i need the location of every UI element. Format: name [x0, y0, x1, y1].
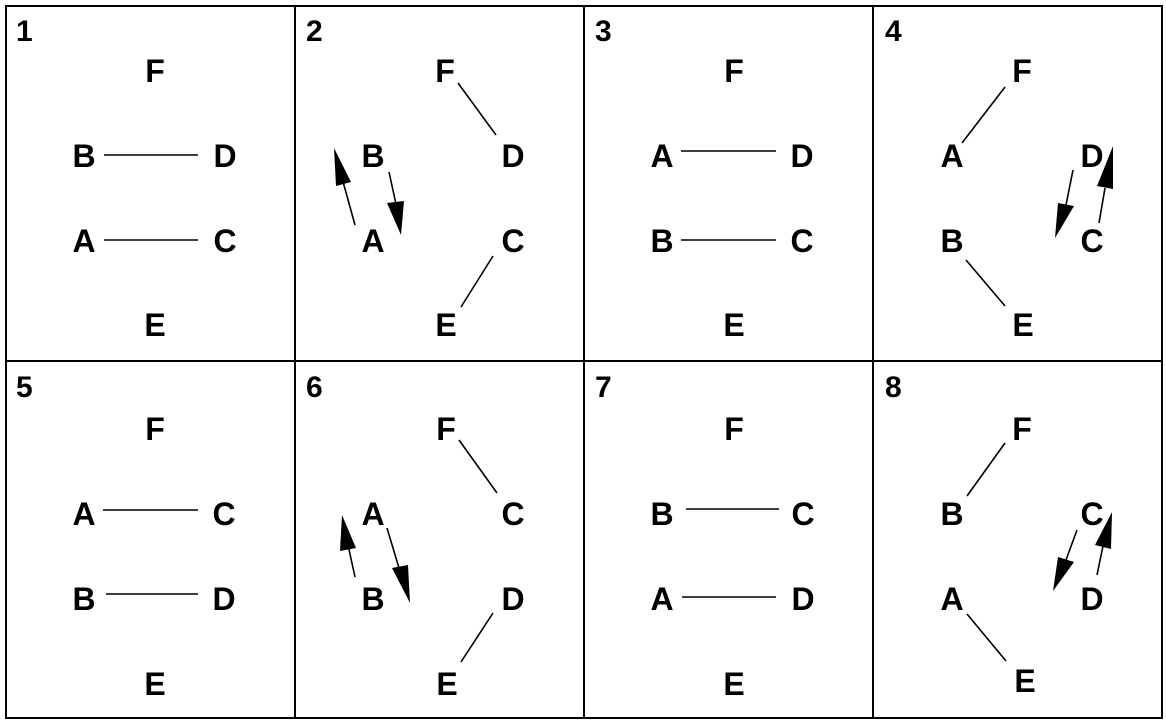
arrow-up-head [1097, 146, 1113, 189]
node-top: F [145, 53, 165, 89]
edge-right-bottom [460, 255, 494, 308]
node-left-lower: A [361, 223, 384, 259]
arrow-down-head [1055, 203, 1074, 238]
arrow-up-head [1095, 512, 1112, 549]
node-right-upper: C [791, 496, 814, 532]
node-top: F [724, 411, 744, 447]
node-bottom: E [435, 307, 456, 343]
arrow-down-head [392, 565, 410, 603]
arrow-down [388, 171, 397, 205]
node-left-lower: B [361, 581, 384, 617]
panel-2-content: 2 F B D A C E [306, 15, 525, 343]
arrow-down-head [1053, 557, 1074, 591]
node-left-lower: A [940, 581, 963, 617]
node-left-lower: B [650, 223, 673, 259]
panel-7-content: 7 F B C A D E [595, 371, 815, 702]
node-right-upper: D [501, 138, 524, 174]
arrow-up [1096, 545, 1104, 576]
panel-3 [583, 5, 874, 362]
panel-3-content: 3 F A D B C E [595, 15, 814, 343]
node-right-lower: C [213, 223, 236, 259]
panel-8-content: 8 F B C A D E [885, 371, 1112, 699]
arrow-down [386, 527, 400, 569]
node-left-lower: B [72, 581, 95, 617]
panel-number: 7 [595, 371, 612, 404]
edge-right-bottom [460, 612, 494, 663]
panel-number: 5 [16, 371, 33, 404]
node-right-lower: D [501, 581, 524, 617]
node-left-lower: A [650, 581, 673, 617]
panel-number: 3 [595, 15, 612, 48]
node-left-upper: B [72, 138, 95, 174]
arrow-down [1065, 169, 1074, 206]
node-top: F [435, 53, 455, 89]
arrow-down [1065, 529, 1078, 561]
node-left-lower: B [940, 223, 963, 259]
node-top: F [145, 411, 165, 447]
panel-1 [5, 5, 296, 362]
node-right-lower: D [791, 581, 814, 617]
panel-5-content: 5 F A C B D E [16, 371, 236, 702]
node-left-upper: B [361, 138, 384, 174]
node-left-upper: B [650, 496, 673, 532]
node-right-upper: D [213, 138, 236, 174]
node-bottom: E [436, 666, 457, 702]
node-top: F [436, 411, 456, 447]
node-right-lower: C [790, 223, 813, 259]
node-right-lower: D [1080, 581, 1103, 617]
edge-left-bottom [966, 613, 1007, 662]
panel-4-content: 4 F A D B C E [885, 15, 1113, 343]
panel-number: 2 [306, 15, 323, 48]
panel-6-content: 6 F A C B D E [306, 371, 525, 702]
node-right-lower: C [1080, 223, 1103, 259]
panel-8 [872, 360, 1163, 719]
edge-top-right [457, 82, 497, 136]
panel-number: 4 [885, 15, 902, 48]
panel-4 [872, 5, 1163, 362]
arrow-up-head [340, 515, 356, 551]
panel-number: 6 [306, 371, 323, 404]
node-bottom: E [144, 307, 165, 343]
panel-1-content: 1 F B D A C E [16, 15, 237, 343]
arrow-up [347, 544, 356, 578]
node-right-lower: D [212, 581, 235, 617]
node-right-lower: C [501, 223, 524, 259]
node-left-upper: A [650, 138, 673, 174]
node-bottom: E [144, 666, 165, 702]
panel-5 [5, 360, 296, 719]
edge-top-left [961, 86, 1006, 144]
panel-number: 1 [16, 15, 33, 48]
node-top: F [1012, 411, 1032, 447]
node-right-upper: C [501, 496, 524, 532]
node-bottom: E [723, 666, 744, 702]
node-left-upper: A [940, 138, 963, 174]
arrow-up-head [334, 148, 351, 186]
node-right-upper: D [1080, 138, 1103, 174]
node-left-lower: A [72, 223, 95, 259]
arrow-up [341, 177, 356, 226]
panel-number: 8 [885, 371, 902, 404]
node-bottom: E [723, 307, 744, 343]
edge-top-right [458, 439, 498, 494]
node-left-upper: A [72, 496, 95, 532]
panel-7 [583, 360, 874, 719]
node-right-upper: D [790, 138, 813, 174]
node-right-upper: C [1080, 496, 1103, 532]
edge-left-bottom [965, 259, 1006, 307]
node-right-upper: C [212, 496, 235, 532]
node-top: F [1012, 53, 1032, 89]
node-bottom: E [1012, 307, 1033, 343]
node-bottom: E [1014, 663, 1035, 699]
node-left-upper: B [940, 496, 963, 532]
arrow-up [1098, 187, 1106, 224]
arrow-down-head [387, 201, 404, 235]
node-left-upper: A [361, 496, 384, 532]
edge-top-left [966, 442, 1006, 497]
node-top: F [724, 53, 744, 89]
